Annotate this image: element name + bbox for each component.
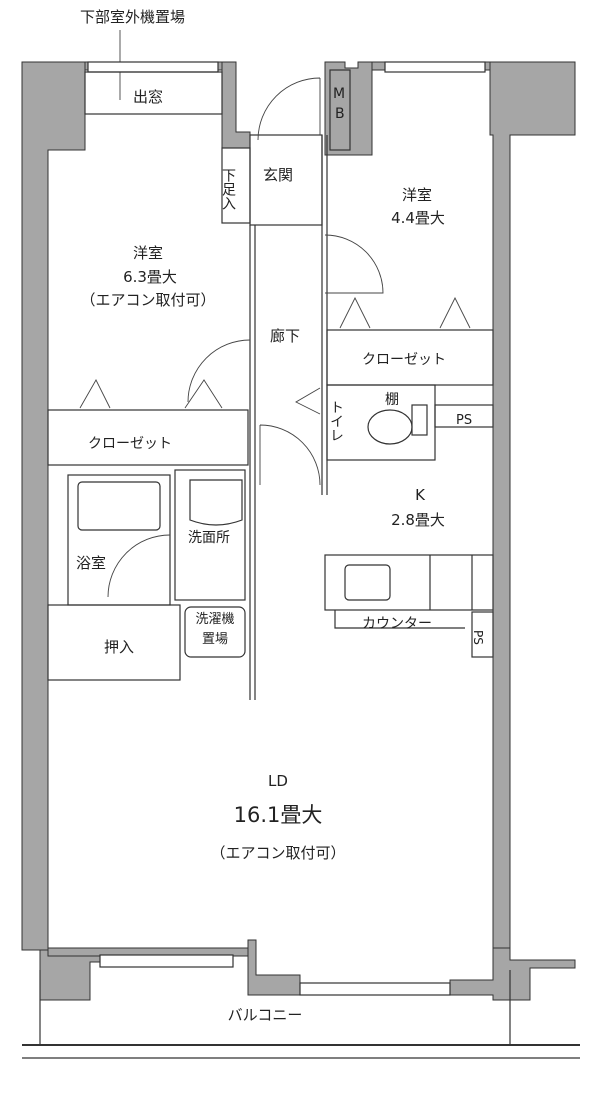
label-counter: カウンター [362,616,432,632]
label-kitchen-name: K [415,486,426,504]
label-room1-note: （エアコン取付可） [80,291,215,309]
door-bathroom [107,534,171,598]
label-toilet: トイレ [328,400,344,442]
label-room1-name: 洋室 [133,244,163,262]
label-washing-machine-box: 洗濯機置場 [195,612,235,647]
label-ld-name: LD [268,772,288,790]
label-entrance: 玄関 [263,166,293,184]
label-washing-machine: 洗濯機置場 [195,612,235,647]
label-ps-2: PS [471,630,485,645]
label-ps-1: PS [456,413,472,428]
label-storage: 押入 [104,638,134,656]
svg-text:下足入: 下足入 [220,168,236,210]
label-ld-note: （エアコン取付可） [210,844,345,862]
door-toilet [259,424,321,486]
label-washroom: 洗面所 [188,530,230,546]
label-ld-size: 16.1畳大 [234,803,323,827]
label-shelf: 棚 [385,392,399,408]
outdoor-unit-label: 下部室外機置場 [80,8,185,26]
label-room2-name: 洋室 [402,186,432,204]
door-stop [295,387,321,415]
door-western-room-2 [324,234,384,294]
label-balcony: バルコニー [228,1006,303,1024]
label-closet-right: クローゼット [362,352,446,368]
label-room2-size: 4.4畳大 [391,209,445,227]
label-meter-box: M [333,86,345,102]
window-bottom-right [299,982,451,996]
door-western-room-1 [187,339,251,403]
label-bathroom: 浴室 [76,554,106,572]
doors [79,77,471,598]
window-top-right [384,61,486,73]
label-meter-box-b: B [335,106,345,122]
label-room1-size: 6.3畳大 [123,268,177,286]
interior-walls [22,69,580,1059]
window-top-left [87,61,219,73]
label-shoe-box: 下足入 [220,168,236,210]
label-closet-left: クローゼット [88,436,172,452]
label-kitchen-size: 2.8畳大 [391,511,445,529]
exterior-walls [21,61,576,1001]
window-bottom-left [99,954,234,968]
label-hallway: 廊下 [270,327,300,345]
label-bay-window: 出窓 [133,88,163,106]
